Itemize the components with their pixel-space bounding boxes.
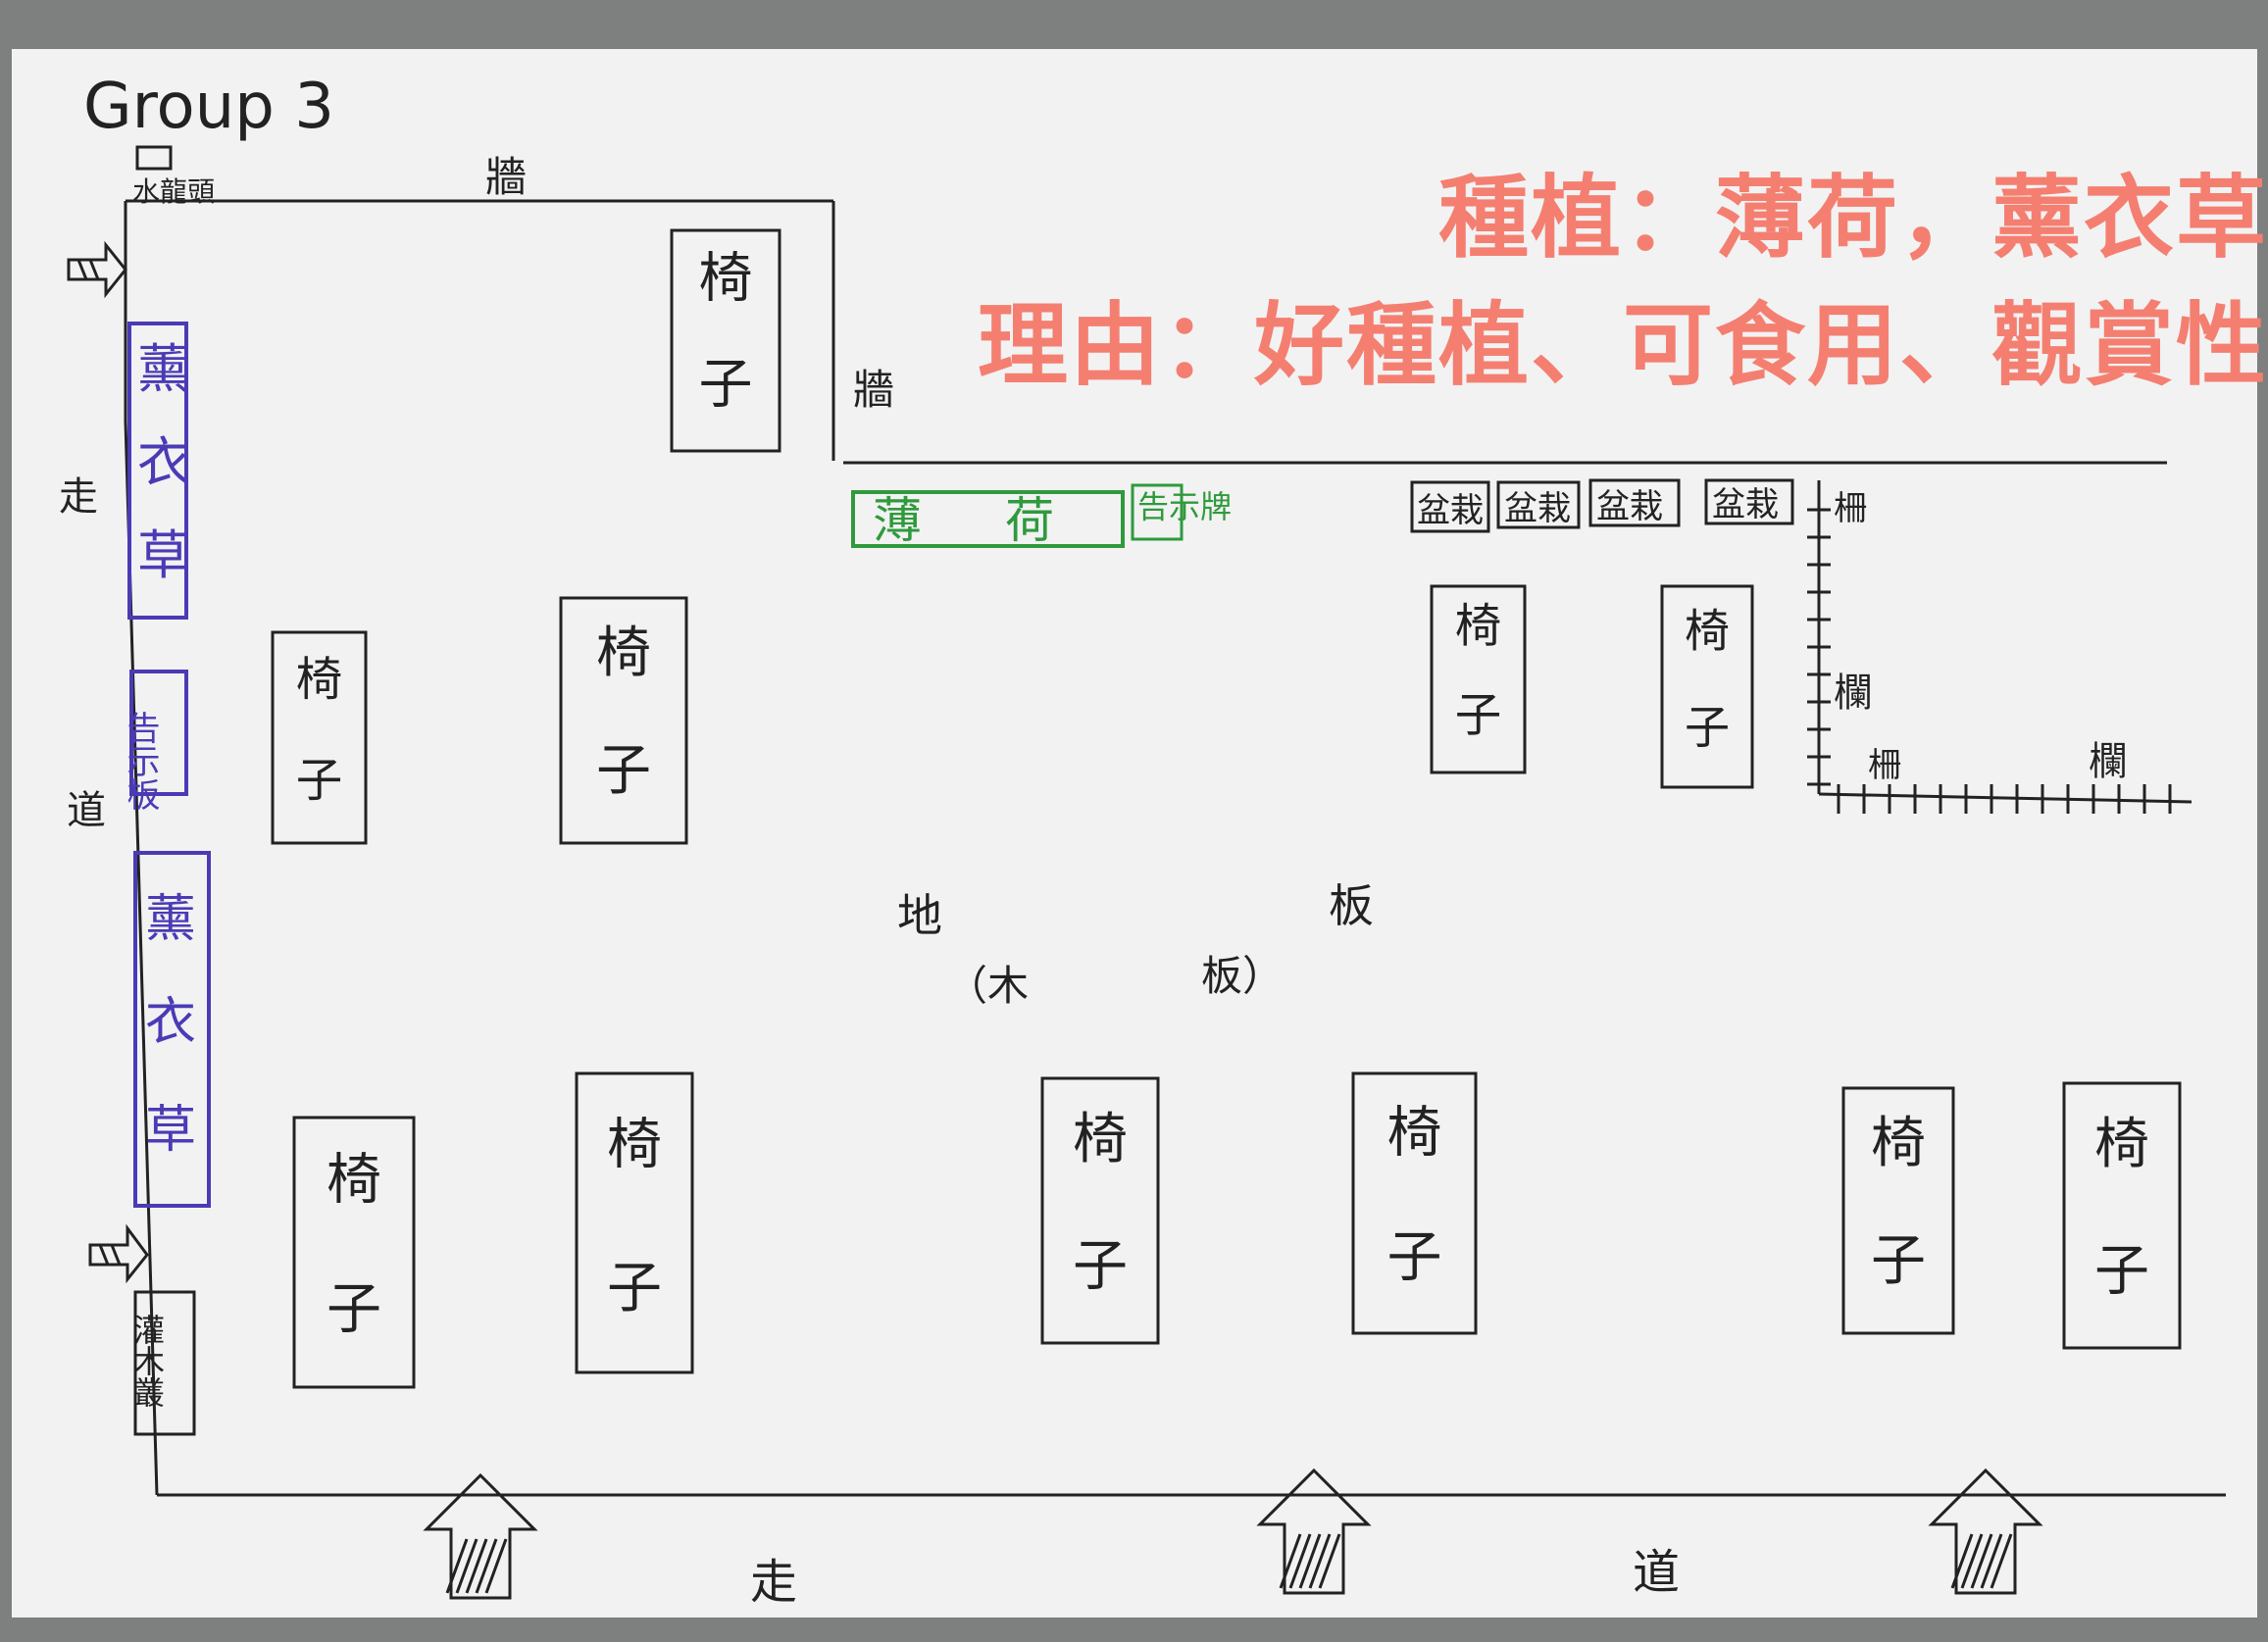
- lavender-label-char1: 薰: [137, 338, 190, 400]
- faucet-label: 水龍頭: [132, 175, 215, 208]
- railing-label: 柵: [1868, 746, 1901, 785]
- chair-label-char2: 子: [699, 353, 753, 416]
- lavender-label-char2: 衣: [137, 431, 190, 493]
- notice-board-label: 告示板: [121, 711, 160, 811]
- chair-label-char1: 椅: [1387, 1102, 1442, 1166]
- bonsai-row: [1410, 478, 1794, 533]
- walkway-label-bottom-2: 道: [1633, 1545, 1680, 1600]
- bonsai-pot: [1704, 478, 1794, 525]
- faucet-icon: [135, 145, 173, 171]
- floor-label-2: 板: [1329, 879, 1374, 932]
- chair-label-char1: 椅: [1685, 605, 1730, 658]
- chair-label-char1: 椅: [2094, 1113, 2149, 1176]
- chair: 椅子: [1660, 584, 1754, 789]
- bonsai-pot: [1496, 480, 1581, 529]
- bonsai-pot: [1588, 478, 1681, 527]
- chair-label-char2: 子: [607, 1257, 662, 1320]
- railing-label: 柵: [1834, 489, 1867, 528]
- mint-bed: 薄 荷: [851, 490, 1125, 549]
- lavender-label-char2: 衣: [145, 993, 196, 1052]
- planting-banner: 種植：薄荷，薰衣草: [1437, 166, 2268, 271]
- shrubs-label: 灌木叢: [128, 1314, 166, 1408]
- chair: 椅子: [1430, 584, 1527, 774]
- group-label: Group 3: [83, 71, 334, 143]
- reason-banner: 理由：好種植、可食用、觀賞性: [977, 293, 2268, 398]
- chair-label-char1: 椅: [1073, 1108, 1128, 1171]
- chair: 椅子: [292, 1116, 416, 1389]
- notice-board: 告示板: [121, 670, 188, 811]
- entry-arrow-icon: [88, 1223, 149, 1284]
- lavender-label-char3: 草: [137, 524, 190, 586]
- lavender-label-char1: 薰: [145, 890, 196, 949]
- mint-label-char1: 薄: [873, 492, 922, 549]
- walkway-label-bottom-1: 走: [750, 1555, 797, 1610]
- up-arrow-icon: [1928, 1468, 2043, 1595]
- chair-label-char2: 子: [1455, 689, 1502, 743]
- chair-label-char2: 子: [327, 1278, 381, 1342]
- chair-label-char1: 椅: [699, 247, 753, 310]
- lavender-label-char3: 草: [145, 1101, 196, 1160]
- chair: 椅子: [1351, 1071, 1478, 1335]
- chair-label-char2: 子: [596, 739, 651, 803]
- railing-label: 欄: [2089, 739, 2128, 784]
- walkway-label-left-2: 道: [67, 788, 106, 833]
- mint-label-char2: 荷: [1005, 492, 1054, 549]
- floor-note-close: 板）: [1201, 952, 1284, 1000]
- chair-label-char1: 椅: [327, 1149, 381, 1213]
- wall-label-top: 牆: [485, 153, 527, 201]
- chair-label-char1: 椅: [596, 622, 651, 685]
- chair: 椅子: [1841, 1086, 1955, 1335]
- lavender-bed-bottom: 薰 衣 草: [133, 851, 211, 1208]
- railing-ticks-horizontal: [1837, 784, 2172, 814]
- chair-label-char1: 椅: [1455, 600, 1502, 654]
- chair-label-char2: 子: [296, 755, 343, 809]
- floor-label-1: 地: [897, 889, 942, 942]
- bonsai-label: 盆栽: [1712, 485, 1779, 524]
- bonsai-label: 盆栽: [1417, 491, 1484, 530]
- bottom-entry-arrows: [423, 1468, 2043, 1600]
- sign-board: 告示牌: [1131, 483, 1232, 541]
- chair: 椅子: [271, 630, 368, 845]
- chair: 椅子: [559, 596, 688, 845]
- chair: 椅子: [670, 228, 781, 453]
- sign-board-label: 告示牌: [1137, 488, 1232, 525]
- chair-label-char2: 子: [2094, 1240, 2149, 1304]
- railing: [1817, 480, 2192, 804]
- entry-arrow-icon: [67, 240, 127, 299]
- lavender-bed-top: 薰 衣 草: [127, 322, 190, 620]
- railing-ticks-vertical: [1807, 508, 1831, 786]
- shrubs: 灌木叢: [128, 1290, 196, 1436]
- wall-label-right: 牆: [853, 366, 894, 414]
- paper-sheet: [12, 49, 2257, 1617]
- floor-note-open: （木: [946, 962, 1029, 1010]
- up-arrow-icon: [1256, 1468, 1372, 1595]
- railing-label: 欄: [1834, 671, 1873, 716]
- bonsai-pot: [1410, 480, 1490, 533]
- bonsai-label: 盆栽: [1596, 487, 1663, 526]
- chair-label-char2: 子: [1073, 1235, 1128, 1299]
- bonsai-label: 盆栽: [1504, 489, 1571, 528]
- chair-label-char1: 椅: [607, 1114, 662, 1177]
- chair-label-char2: 子: [1871, 1229, 1926, 1293]
- chair: 椅子: [2062, 1081, 2182, 1350]
- chair: 椅子: [1040, 1076, 1160, 1345]
- chair-label-char1: 椅: [296, 654, 343, 708]
- chair-label-char2: 子: [1387, 1226, 1442, 1290]
- up-arrow-icon: [423, 1472, 538, 1600]
- walkway-label-left-1: 走: [59, 474, 98, 520]
- chair-label-char2: 子: [1685, 701, 1730, 754]
- chair: 椅子: [575, 1071, 694, 1374]
- chair-label-char1: 椅: [1871, 1112, 1926, 1175]
